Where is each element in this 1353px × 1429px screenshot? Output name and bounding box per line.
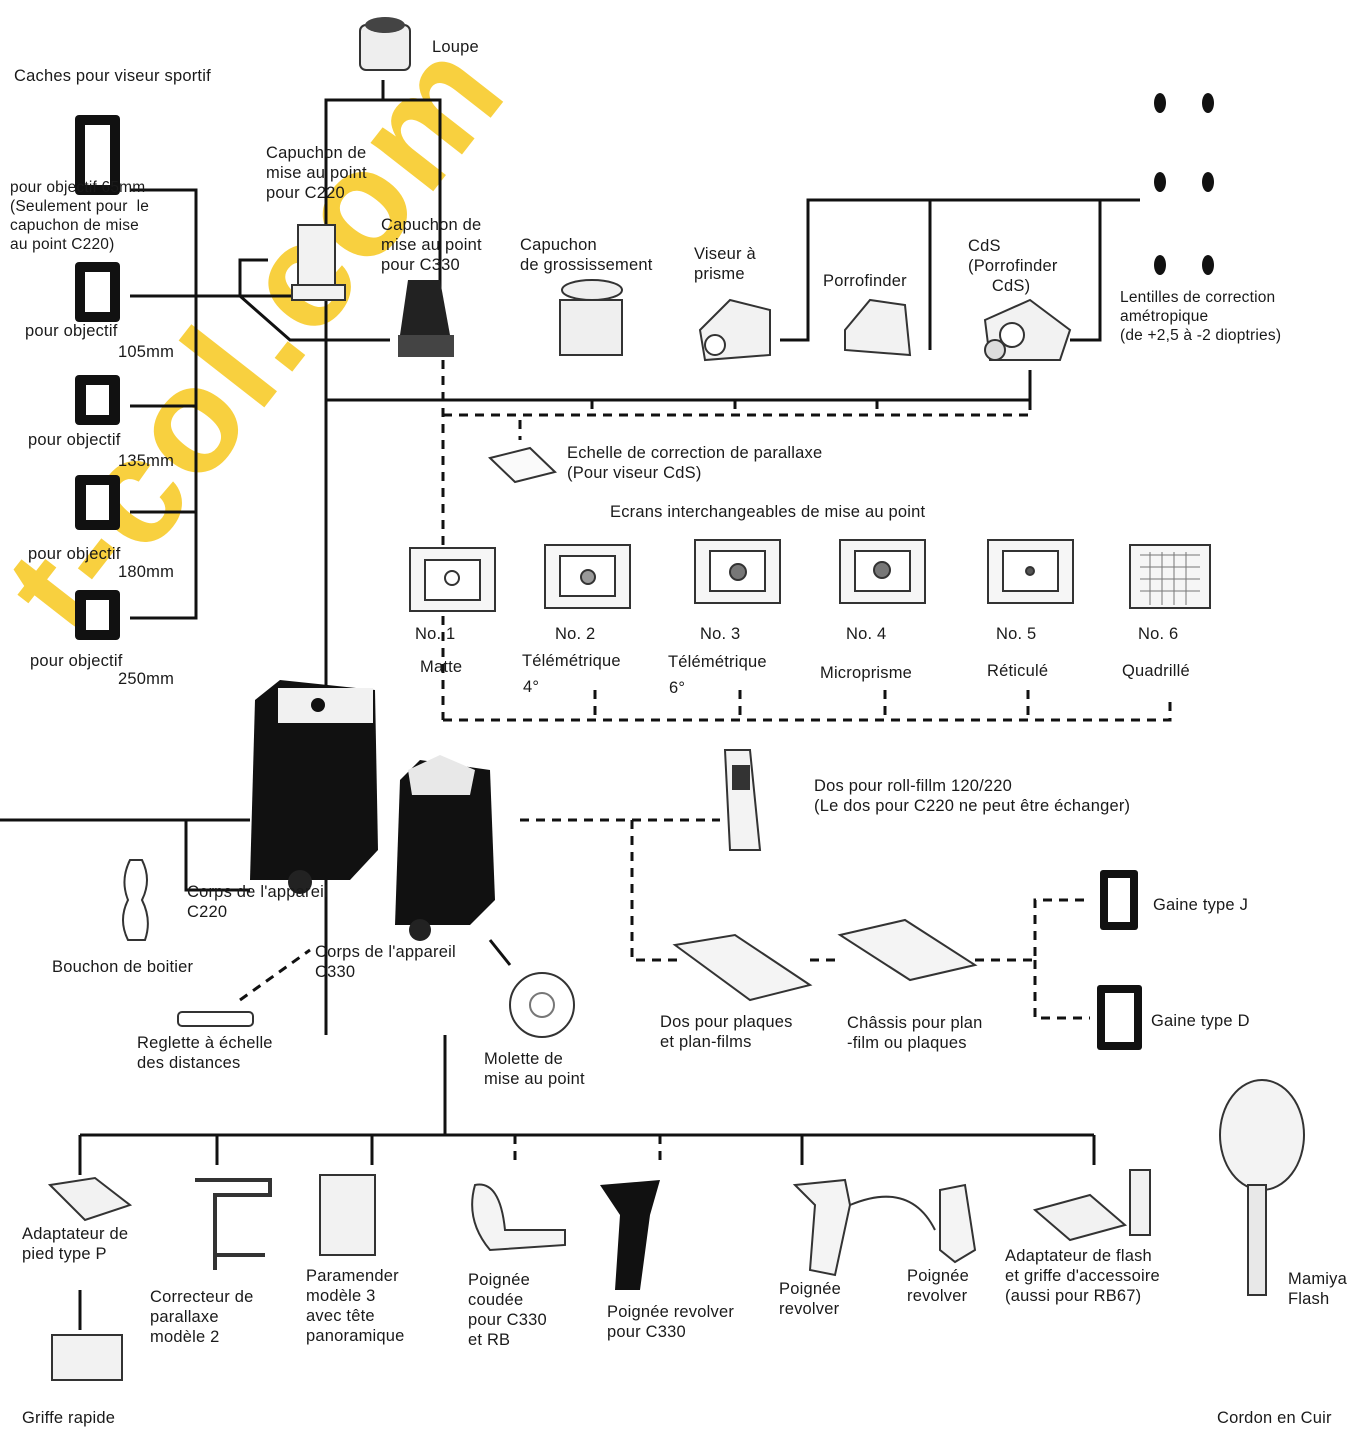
cut-film-holder-label: Châssis pour plan -film ou plaques — [847, 1013, 982, 1053]
diopter-lenses-label: Lentilles de correction amétropique (de … — [1120, 288, 1281, 345]
sheath-j-label: Gaine type J — [1153, 895, 1248, 915]
cache-180-mm: 180mm — [118, 562, 174, 582]
pistol-grip-2-label: Poignée revolver — [907, 1266, 969, 1306]
screen-name: Quadrillé — [1122, 661, 1190, 681]
sheath-d-icon — [1097, 985, 1142, 1050]
focus-knob-label: Molette de mise au point — [484, 1049, 585, 1089]
angled-grip-label: Poignée coudée pour C330 et RB — [468, 1270, 547, 1350]
tripod-adapter-label: Adaptateur de pied type P — [22, 1224, 128, 1264]
focusing-screen-icons — [410, 540, 1210, 611]
quick-shoe-label: Griffe rapide — [22, 1408, 115, 1428]
magnifying-hood-icon — [560, 280, 622, 355]
angled-grip-icon — [472, 1185, 565, 1250]
pistol-grip-2-icon — [940, 1185, 975, 1262]
parallax-corrector-icon — [195, 1180, 270, 1270]
magnifying-hood-label: Capuchon de grossissement — [520, 235, 653, 275]
pistol-grip-label: Poignée revolver — [779, 1279, 841, 1319]
distance-scale-label: Reglette à échelle des distances — [137, 1033, 273, 1073]
camera-body-c330-icon — [395, 755, 495, 941]
loupe-label: Loupe — [432, 37, 479, 57]
lens-connector — [780, 200, 1140, 340]
body-c220-label: Corps de l'appareil C220 — [187, 882, 328, 922]
body-cap-icon — [123, 860, 148, 940]
prism-finder-label: Viseur à prisme — [694, 244, 756, 284]
screen-name: Réticulé — [987, 661, 1048, 681]
screens-title: Ecrans interchangeables de mise au point — [610, 502, 925, 522]
cache-135-mm: 135mm — [118, 451, 174, 471]
diopter-lens-icons — [1154, 93, 1214, 275]
cache-135-label: pour objectif — [28, 430, 121, 450]
sheath-d-label: Gaine type D — [1151, 1011, 1250, 1031]
tripod-adapter-icon — [50, 1178, 130, 1220]
screen-degree: 6° — [669, 678, 685, 698]
parallax-corrector-label: Correcteur de parallaxe modèle 2 — [150, 1287, 253, 1347]
distance-scale-icon — [178, 1012, 253, 1026]
screen-number: No. 4 — [846, 624, 886, 644]
porrofinder-icon — [845, 300, 910, 355]
screen-name: Matte — [420, 657, 462, 677]
screen-name: Télémétrique — [668, 652, 767, 672]
cds-finder-icon — [985, 300, 1070, 360]
mamiya-flash-label: Mamiya Flash — [1288, 1269, 1347, 1309]
screen-number: No. 6 — [1138, 624, 1178, 644]
leather-strap-label: Cordon en Cuir — [1217, 1408, 1332, 1428]
screen-name: Microprisme — [820, 663, 912, 683]
caches-title: Caches pour viseur sportif — [14, 66, 211, 86]
cache-105-label: pour objectif — [25, 321, 118, 341]
loupe-icon — [360, 17, 410, 70]
plate-back-label: Dos pour plaques et plan-films — [660, 1012, 793, 1052]
parallax-scale-label: Echelle de correction de parallaxe (Pour… — [567, 443, 822, 483]
hood-c220-label: Capuchon de mise au point pour C220 — [266, 143, 367, 203]
screen-number: No. 3 — [700, 624, 740, 644]
cds-label: CdS (Porrofinder CdS) — [968, 236, 1058, 296]
body-cap-label: Bouchon de boitier — [52, 957, 193, 977]
pistol-grip-c330-label: Poignée revolver pour C330 — [607, 1302, 734, 1342]
pistol-grip-icon — [795, 1180, 850, 1275]
focus-knob-icon — [510, 973, 574, 1037]
paramender-label: Paramender modèle 3 avec tête panoramiqu… — [306, 1266, 405, 1346]
sheath-j-icon — [1100, 870, 1138, 930]
cache-180-label: pour objectif — [28, 544, 121, 564]
screen-number: No. 2 — [555, 624, 595, 644]
hood-c330-label: Capuchon de mise au point pour C330 — [381, 215, 482, 275]
screen-degree: 4° — [523, 677, 539, 697]
rollfilm-back-label: Dos pour roll-fillm 120/220 (Le dos pour… — [814, 776, 1130, 816]
hood-c220-icon — [292, 225, 345, 300]
finder-bus — [326, 372, 1030, 400]
rollfilm-back-icon — [725, 750, 760, 850]
cache-65-label: pour objectif 65mm (Seulement pour le ca… — [10, 178, 149, 254]
flash-adapter-icon — [1035, 1170, 1150, 1240]
cache-250-label: pour objectif — [30, 651, 123, 671]
prism-finder-icon — [700, 300, 770, 360]
mamiya-flash-icon — [1220, 1080, 1304, 1295]
plate-back-icon — [675, 935, 810, 1000]
screen-number: No. 1 — [415, 624, 455, 644]
parallax-scale-icon — [490, 448, 555, 482]
porrofinder-label: Porrofinder — [823, 271, 907, 291]
cut-film-holder-icon — [840, 920, 975, 980]
cache-105-mm: 105mm — [118, 342, 174, 362]
hood-c330-icon — [398, 280, 454, 357]
paramender-icon — [320, 1175, 375, 1255]
flash-adapter-label: Adaptateur de flash et griffe d'accessoi… — [1005, 1246, 1160, 1306]
camera-body-c220-icon — [250, 680, 378, 894]
cache-250-mm: 250mm — [118, 669, 174, 689]
quick-shoe-icon — [52, 1335, 122, 1380]
screen-name: Télémétrique — [522, 651, 621, 671]
cache-bus — [130, 190, 196, 618]
pistol-grip-c330-icon — [600, 1180, 660, 1290]
screen-number: No. 5 — [996, 624, 1036, 644]
body-c330-label: Corps de l'appareil C330 — [315, 942, 456, 982]
